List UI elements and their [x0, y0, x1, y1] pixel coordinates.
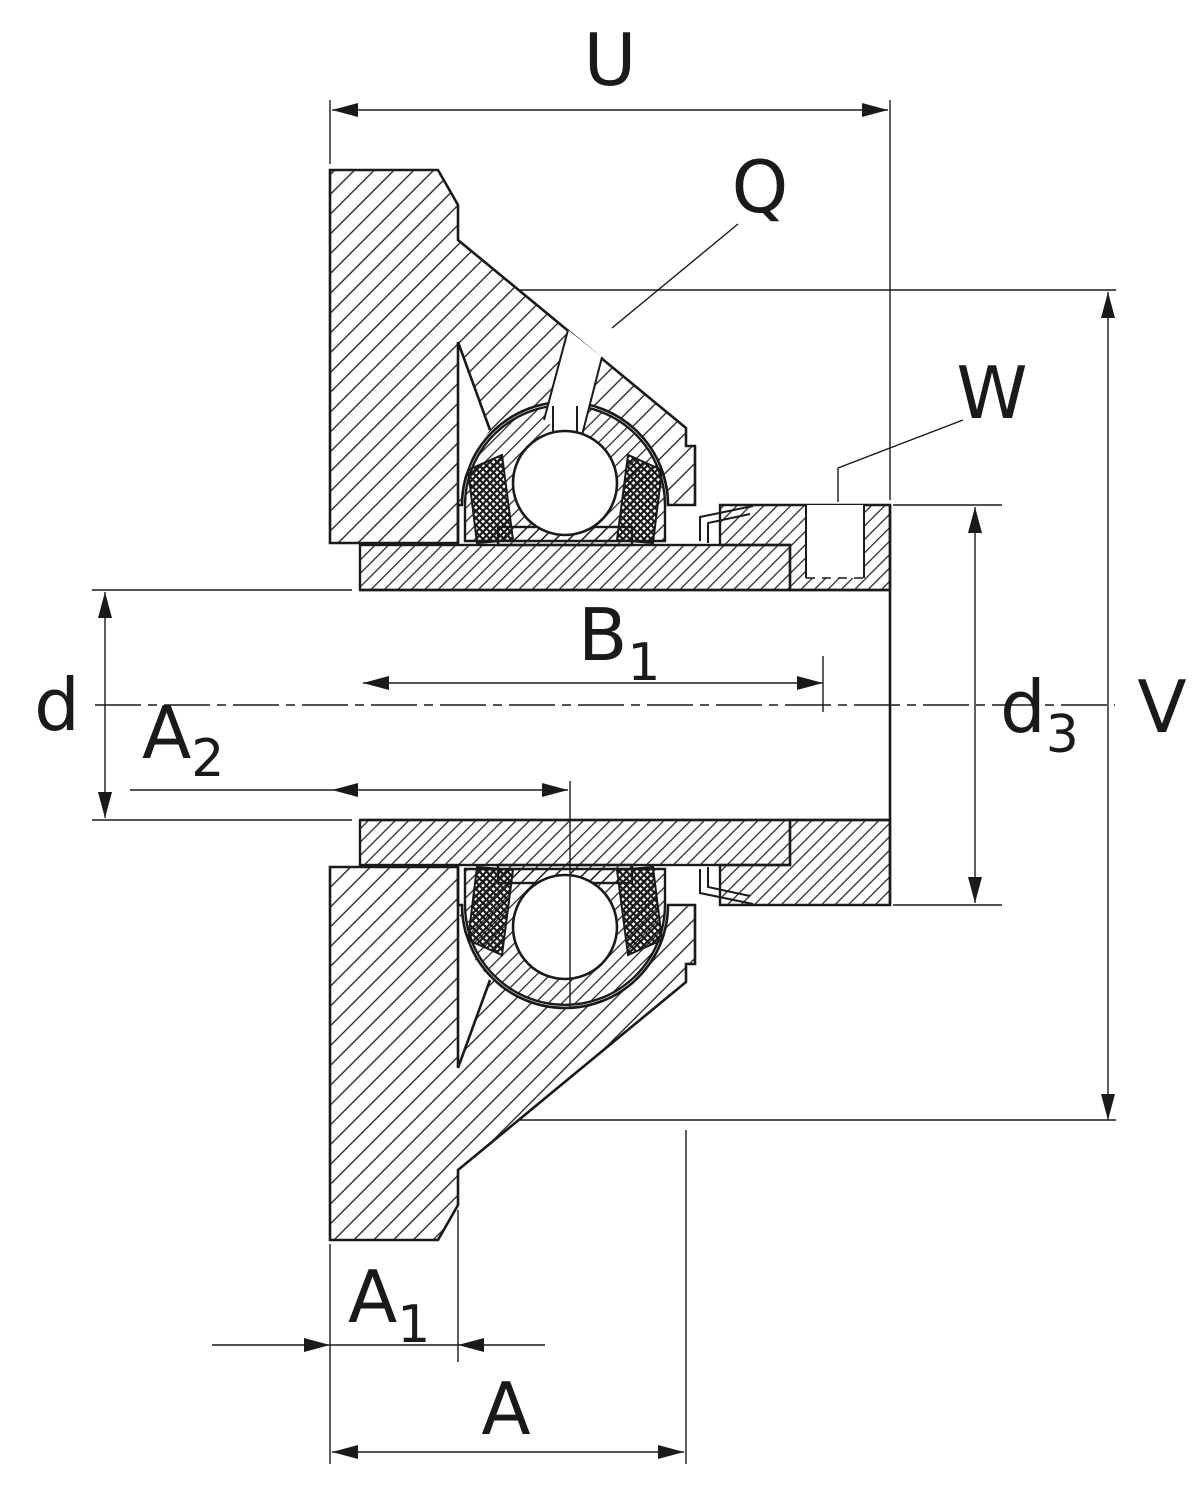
v-arrow-bottom	[1101, 1094, 1115, 1120]
flinger-upper	[699, 505, 754, 543]
arm-underside-upper	[456, 341, 492, 431]
arm-relief-upper	[458, 342, 490, 501]
v-label: V	[1137, 665, 1186, 749]
dimension-a2: A2	[130, 691, 568, 797]
d3-arrow-bottom	[968, 877, 982, 903]
b1-arrow-left	[363, 676, 389, 690]
inner-ring-sleeve-lower	[358, 818, 792, 867]
u-arrow-right	[862, 103, 888, 117]
grease-duct-wall-left	[543, 329, 569, 421]
a1-arrow-right	[458, 1338, 484, 1352]
a2-label: A2	[142, 691, 224, 789]
u-arrow-left	[332, 103, 358, 117]
q-label: Q	[732, 145, 789, 229]
a1-label: A1	[348, 1255, 430, 1355]
a-label: A	[481, 1367, 530, 1451]
casting-lower-section	[328, 865, 697, 1242]
flinger-lower	[699, 867, 754, 905]
u-label: U	[584, 18, 637, 102]
inner-ring-sleeve-upper	[358, 543, 792, 592]
arm-underside-lower	[456, 979, 492, 1069]
collar-slot	[805, 505, 865, 579]
dimension-d3: d3	[893, 504, 1079, 906]
ball-lower	[511, 873, 619, 981]
a-arrow-right	[658, 1445, 684, 1459]
callout-q: Q	[611, 145, 789, 329]
q-leader-line	[611, 223, 739, 329]
a-arrow-left	[332, 1445, 358, 1459]
grease-duct	[543, 329, 603, 448]
callout-w: W	[837, 351, 1028, 502]
seal-lower-right	[615, 865, 664, 957]
dimension-b1: B1	[363, 593, 824, 712]
dimension-d: d	[34, 589, 352, 821]
v-arrow-top	[1101, 292, 1115, 318]
a2-arrow-right	[542, 783, 568, 797]
grease-duct-wall-right	[578, 356, 603, 448]
ball-upper	[511, 429, 619, 537]
w-leader-line	[837, 419, 964, 502]
a2-arrow-left	[332, 783, 358, 797]
collar-slot-opening	[806, 505, 864, 578]
dimension-a1: A1	[212, 1210, 545, 1464]
seal-lower-left	[466, 865, 515, 957]
d-arrow-top	[98, 592, 112, 618]
w-label: W	[956, 351, 1027, 435]
dimension-a: A	[332, 1130, 687, 1464]
bearing-insert	[358, 329, 892, 1007]
d3-label: d3	[1000, 665, 1079, 765]
b1-arrow-right	[797, 676, 823, 690]
seal-upper-right	[615, 453, 664, 545]
seal-upper-left	[466, 453, 515, 545]
a1-arrow-left	[304, 1338, 330, 1352]
d-arrow-bottom	[98, 792, 112, 818]
arm-relief-lower	[458, 909, 490, 1068]
dimension-u: U	[329, 18, 891, 500]
d-label: d	[34, 663, 80, 747]
d3-arrow-top	[968, 507, 982, 533]
b1-label: B1	[578, 593, 661, 693]
dimension-v: V	[520, 289, 1187, 1121]
